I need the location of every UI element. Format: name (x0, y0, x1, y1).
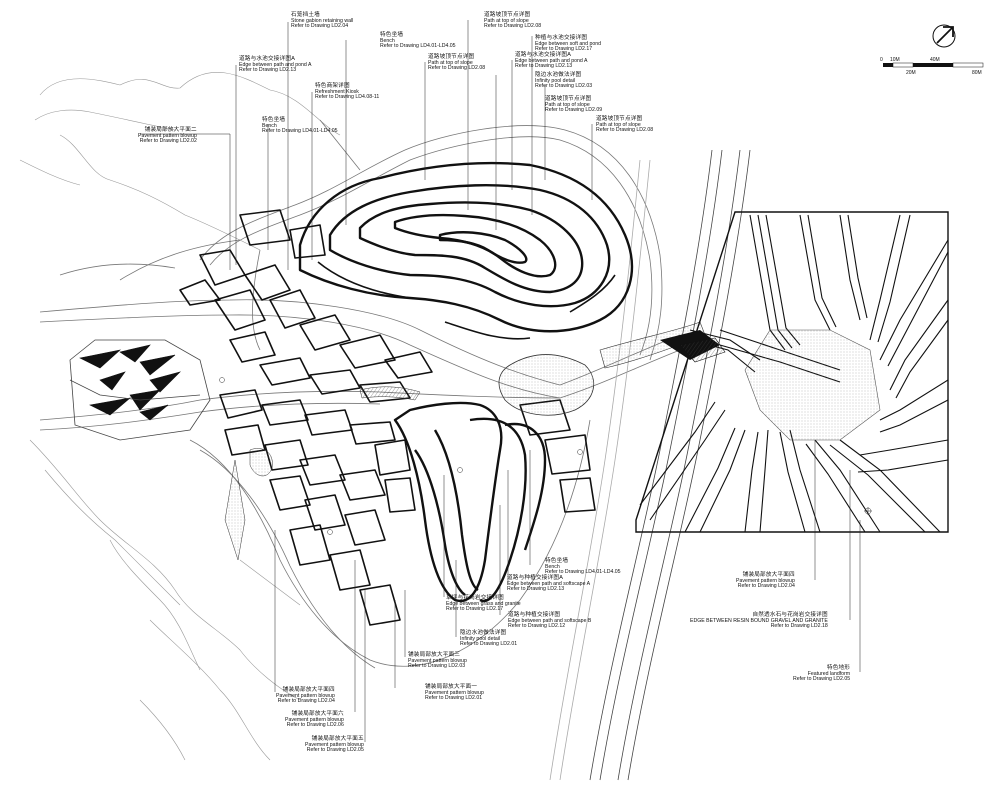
west-entrance-sculpture (79, 344, 182, 421)
scale-label-40m: 40M (930, 57, 940, 63)
road-corridor (549, 149, 751, 781)
scale-label-0: 0 (880, 57, 883, 63)
scale-bar (883, 62, 984, 68)
section-markers (219, 377, 583, 535)
paving-cells (179, 209, 596, 626)
west-entrance-outline (69, 339, 211, 441)
scale-label-80m: 80M (972, 70, 982, 76)
north-landform (298, 161, 633, 340)
north-arrow-icon (932, 24, 956, 48)
central-plaza (224, 321, 706, 561)
scale-label-20m: 20M (906, 70, 916, 76)
path-network (39, 119, 681, 669)
south-landform (393, 401, 547, 603)
scale-label-10m: 10M (890, 57, 900, 63)
east-plaza (635, 211, 949, 533)
terrain-contours (19, 72, 341, 761)
callout-leaders (140, 20, 861, 742)
